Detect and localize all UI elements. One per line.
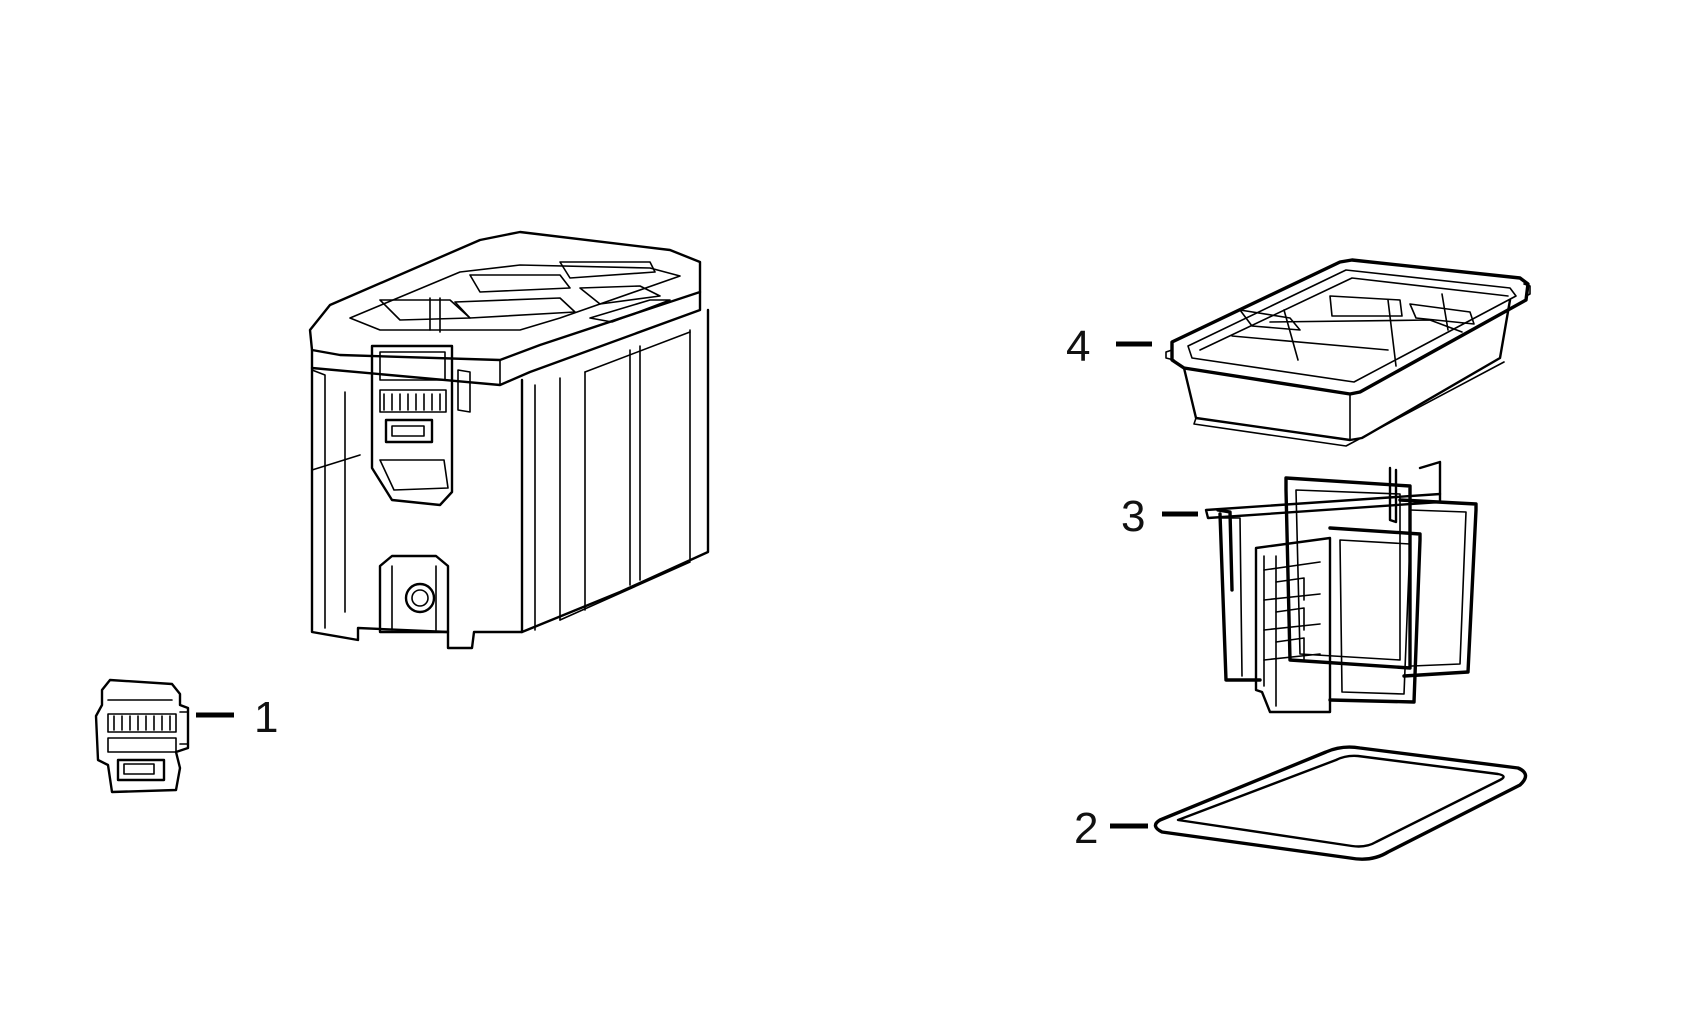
- seal-gasket-illustration: [1153, 745, 1528, 861]
- storage-case-illustration: [308, 230, 710, 650]
- callout-number-4: 4: [1066, 322, 1090, 371]
- callout-number-2: 2: [1074, 804, 1098, 853]
- tray-illustration: [1165, 258, 1531, 447]
- leader-lines: [196, 341, 1198, 829]
- divider-grid-illustration: [1204, 460, 1478, 714]
- callout-number-1: 1: [254, 693, 278, 742]
- latch-part-illustration: [94, 678, 190, 794]
- callout-number-3: 3: [1121, 492, 1145, 541]
